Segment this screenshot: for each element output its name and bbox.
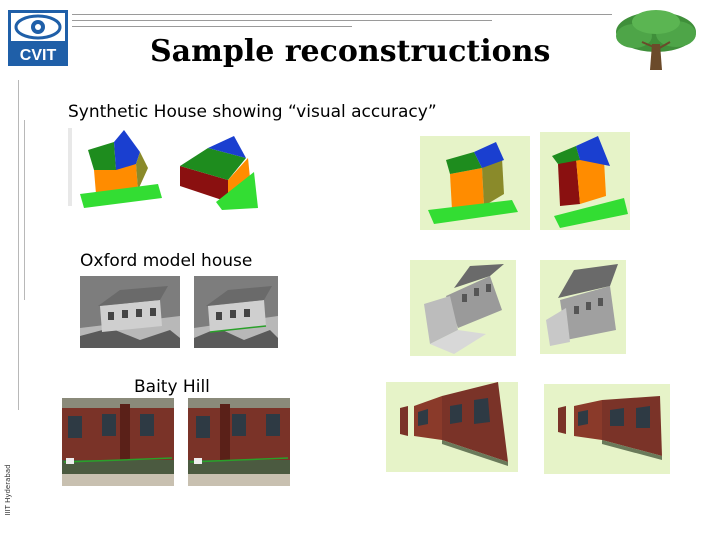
- synthetic-input-2: [172, 130, 264, 212]
- oxford-input-2: [194, 276, 278, 348]
- side-rule-2: [24, 120, 25, 300]
- side-rule-1: [18, 80, 19, 410]
- header-rule-3: [72, 26, 352, 27]
- baity-reconstruction-1: [386, 382, 518, 472]
- side-footer-text: IIIT Hyderabad: [4, 464, 12, 516]
- synthetic-input-1: [66, 128, 166, 208]
- oxford-reconstruction-1: [410, 260, 516, 356]
- baity-input-1: [62, 398, 174, 486]
- page-title: Sample reconstructions: [150, 34, 551, 69]
- cvit-logo: CVIT: [8, 10, 68, 66]
- synthetic-reconstruction-2: [540, 132, 630, 230]
- oxford-reconstruction-2: [540, 260, 626, 354]
- logo-text: CVIT: [20, 47, 57, 64]
- tree-icon: [612, 8, 700, 72]
- synthetic-label: Synthetic House showing “visual accuracy…: [68, 102, 437, 122]
- header-rule-1: [72, 14, 612, 15]
- header-rule-2: [72, 20, 492, 21]
- baity-input-2: [188, 398, 290, 486]
- baity-label: Baity Hill: [134, 377, 210, 397]
- synthetic-reconstruction-1: [420, 136, 530, 230]
- oxford-label: Oxford model house: [80, 251, 253, 271]
- oxford-input-1: [80, 276, 180, 348]
- baity-reconstruction-2: [544, 384, 670, 474]
